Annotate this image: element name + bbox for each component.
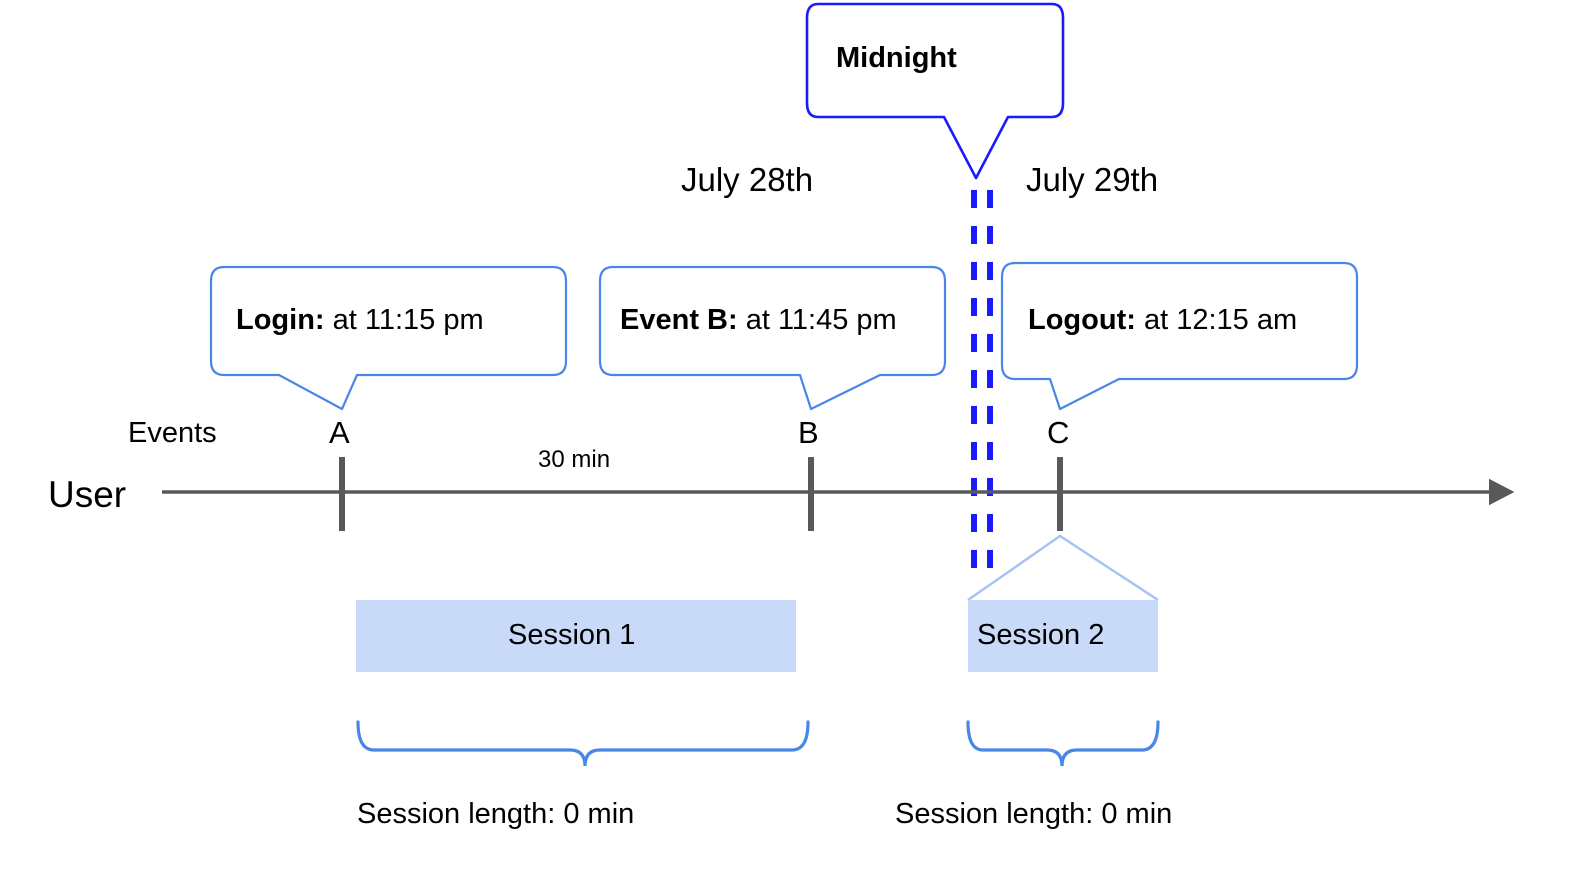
duration-label-30min: 30 min: [538, 446, 611, 473]
event-letter-a: A: [329, 415, 350, 450]
callout-eventb-shape: [598, 265, 947, 411]
session1-length-caption: Session length: 0 min: [357, 798, 635, 830]
event-letter-b: B: [798, 415, 819, 450]
callout-login-shape: [209, 265, 568, 411]
session2-label: Session 2: [977, 619, 1105, 651]
callout-logout-text: Logout: at 12:15 am: [1028, 306, 1297, 335]
callout-login-lead: Login:: [236, 304, 325, 336]
session2-brace: [966, 720, 1160, 767]
callout-login-detail: at 11:15 pm: [324, 304, 484, 336]
callout-login-text: Login: at 11:15 pm: [236, 306, 484, 335]
session1-brace: [356, 720, 810, 767]
callout-eventb-text: Event B: at 11:45 pm: [620, 306, 897, 335]
midnight-callout-shape: [805, 2, 1065, 180]
session2-length-caption: Session length: 0 min: [895, 798, 1173, 830]
callout-logout-shape: [1000, 261, 1359, 411]
user-row-label: User: [48, 474, 127, 515]
session1-label: Session 1: [508, 619, 636, 651]
callout-logout-lead: Logout:: [1028, 304, 1136, 336]
session2-connector: [967, 534, 1159, 602]
events-row-label: Events: [128, 417, 217, 449]
session2-box-shape: [968, 600, 1158, 672]
date-label-july-28: July 28th: [681, 161, 814, 198]
midnight-dashed-lines: [971, 190, 993, 585]
event-letter-c: C: [1047, 415, 1070, 450]
callout-eventb-detail: at 11:45 pm: [737, 304, 897, 336]
date-label-july-29: July 29th: [1026, 161, 1159, 198]
session1-box-shape: [356, 600, 796, 672]
midnight-label: Midnight: [836, 42, 957, 74]
callout-logout-detail: at 12:15 am: [1135, 304, 1298, 336]
callout-eventb-lead: Event B:: [620, 304, 738, 336]
